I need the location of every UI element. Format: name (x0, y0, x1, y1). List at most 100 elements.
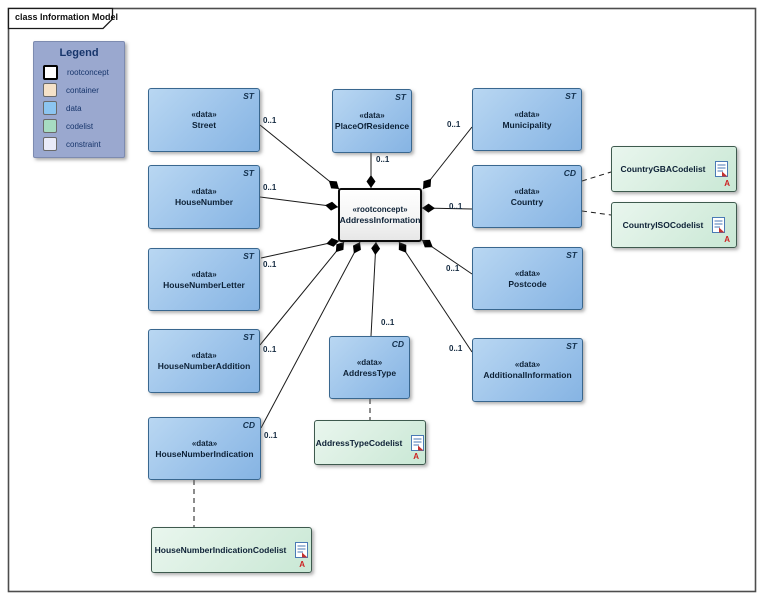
node-name: HouseNumberLetter (163, 279, 245, 290)
codelist-swatch (43, 119, 57, 133)
multiplicity-label: 0..1 (449, 202, 463, 211)
node-housenumberaddition[interactable]: ST «data» HouseNumberAddition (148, 329, 260, 393)
edge-line-HouseNumberLetter-AddressInformation (260, 240, 340, 259)
node-stereotype: «data» (191, 187, 217, 196)
node-addressinformation[interactable]: «rootconcept» AddressInformation (338, 188, 422, 242)
node-stereotype: «data» (514, 186, 540, 196)
composition-diamond-icon (422, 203, 435, 213)
frame-tab (7, 7, 114, 30)
node-additionalinformation[interactable]: ST «data» AdditionalInformation (472, 338, 583, 402)
node-name: Country (510, 196, 544, 207)
node-addresstypecodelist[interactable]: AddressTypeCodelist A (314, 420, 426, 465)
node-countrygbacodelist[interactable]: CountryGBACodelist A (611, 146, 737, 192)
diagram-title: class Information Model (15, 12, 119, 22)
legend[interactable]: Legend rootconcept container data codeli… (33, 41, 125, 158)
node-name: HouseNumber (174, 197, 234, 207)
node-countryisocodelist[interactable]: CountryISOCodelist A (611, 202, 737, 248)
composition-diamond-icon (398, 242, 407, 253)
composition-diamond-icon (353, 242, 361, 254)
node-name: AddressTypeCodelist (315, 437, 403, 448)
multiplicity-label: 0..1 (381, 318, 395, 327)
node-placeofresidence[interactable]: ST «data» PlaceOfResidence (332, 89, 412, 153)
edge-line-HouseNumberIndication-AddressInformation (260, 241, 361, 429)
composition-diamond-icon (366, 175, 376, 188)
legend-item-container: container (34, 81, 124, 99)
type-tag: ST (566, 341, 577, 351)
legend-label: constraint (66, 139, 101, 149)
edge-line-Country-CountryISOCodelist (581, 210, 612, 216)
node-stereotype: «data» (191, 351, 217, 360)
node-country[interactable]: CD «data» Country (472, 165, 582, 228)
type-tag: ST (243, 332, 254, 342)
codelist-document-icon (295, 542, 309, 558)
node-municipality[interactable]: ST «data» Municipality (472, 88, 582, 151)
node-name: PlaceOfResidence (334, 121, 410, 131)
legend-item-constraint: constraint (34, 135, 124, 153)
codelist-document-icon (714, 161, 728, 177)
node-name: HouseNumberAddition (157, 361, 251, 371)
edge-line-AdditionalInformation-AddressInformation (398, 241, 473, 353)
legend-label: container (66, 85, 99, 95)
node-name: AddressType (342, 367, 397, 378)
codelist-document-icon (411, 434, 425, 451)
composition-diamond-icon (326, 238, 339, 247)
multiplicity-label: 0..1 (449, 344, 463, 353)
node-stereotype: «data» (356, 357, 383, 367)
legend-label: codelist (66, 121, 94, 131)
diagram-frame-border (7, 7, 757, 593)
type-tag: ST (566, 250, 577, 260)
node-name: Postcode (508, 278, 547, 289)
edge-line-HouseNumberAddition-AddressInformation (259, 241, 345, 346)
composition-diamond-icon (422, 239, 433, 248)
node-stereotype: «data» (359, 111, 385, 120)
node-housenumberindication[interactable]: CD «data» HouseNumberIndication (148, 417, 261, 480)
legend-item-rootconcept: rootconcept (34, 63, 124, 81)
node-name: AdditionalInformation (483, 370, 572, 380)
legend-label: data (66, 103, 82, 113)
node-name: CountryISOCodelist (622, 220, 704, 230)
edge-line-HouseNumber-AddressInformation (259, 196, 339, 208)
node-stereotype: «data» (514, 268, 541, 278)
node-stereotype: «data» (191, 110, 217, 119)
edge-line-Municipality-AddressInformation (422, 126, 473, 190)
composition-diamond-icon (328, 180, 339, 189)
rootconcept-swatch (43, 64, 58, 80)
node-stereotype: «data» (191, 269, 217, 279)
legend-item-data: data (34, 99, 124, 117)
composition-diamond-icon (371, 242, 381, 255)
node-addresstype[interactable]: CD «data» AddressType (329, 336, 410, 399)
node-housenumberindicationcodelist[interactable]: HouseNumberIndicationCodelist A (151, 527, 312, 573)
codelist-a-marker: A (724, 235, 730, 244)
composition-diamond-icon (325, 201, 338, 211)
node-name: AddressInformation (339, 215, 421, 225)
container-swatch (43, 83, 57, 97)
type-tag: ST (395, 92, 406, 102)
node-street[interactable]: ST «data» Street (148, 88, 260, 152)
constraint-swatch (43, 137, 57, 151)
legend-item-codelist: codelist (34, 117, 124, 135)
node-stereotype: «rootconcept» (352, 205, 408, 214)
node-name: Municipality (502, 119, 552, 130)
type-tag: CD (242, 420, 255, 430)
node-postcode[interactable]: ST «data» Postcode (472, 247, 583, 310)
type-tag: ST (243, 91, 254, 101)
type-tag: CD (391, 339, 404, 349)
node-housenumber[interactable]: ST «data» HouseNumber (148, 165, 260, 229)
node-name: HouseNumberIndication (155, 448, 254, 459)
node-name: Street (191, 120, 217, 130)
multiplicity-label: 0..1 (263, 345, 277, 354)
multiplicity-label: 0..1 (263, 260, 277, 269)
node-name: CountryGBACodelist (620, 164, 706, 174)
legend-title: Legend (59, 47, 99, 59)
multiplicity-label: 0..1 (263, 116, 277, 125)
node-name: HouseNumberIndicationCodelist (154, 545, 287, 555)
codelist-a-marker: A (724, 179, 730, 188)
node-housenumberletter[interactable]: ST «data» HouseNumberLetter (148, 248, 260, 311)
multiplicity-label: 0..1 (376, 155, 390, 164)
type-tag: ST (243, 168, 254, 178)
edge-line-Street-AddressInformation (259, 124, 340, 190)
codelist-document-icon (712, 217, 726, 233)
edge-line-AddressType-AddressInformation (370, 241, 377, 337)
type-tag: CD (563, 168, 576, 178)
